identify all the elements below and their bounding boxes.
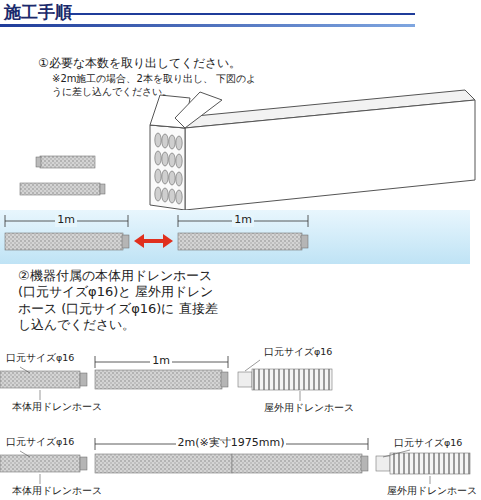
page-title: 施工手順 — [4, 2, 72, 23]
dimension: 2m(※実寸1975mm) — [176, 436, 287, 450]
size-label: 口元サイズφ16 — [4, 436, 76, 448]
size-label: 口元サイズφ16 — [262, 346, 334, 358]
dimension: 1m — [232, 213, 254, 227]
part-name: 本体用ドレンホース — [10, 401, 104, 413]
size-label: 口元サイズφ16 — [392, 437, 464, 449]
note-text: ※2m施工の場合、2本を取り出し、 下図のように差し込んでください。 — [52, 73, 262, 98]
step-text: ②機器付属の本体用ドレンホース (口元サイズφ16)と 屋外用ドレンホース (口… — [18, 268, 223, 333]
dimension: 1m — [150, 354, 172, 368]
part-name: 屋外用ドレンホース — [262, 402, 356, 414]
dimension: 1m — [55, 213, 77, 227]
size-label: 口元サイズφ16 — [4, 352, 76, 364]
part-name: 屋外用ドレンホース — [385, 485, 479, 497]
part-name: 本体用ドレンホース — [10, 485, 104, 497]
step-text: ①必要な本数を取り出してください。 — [38, 56, 241, 71]
